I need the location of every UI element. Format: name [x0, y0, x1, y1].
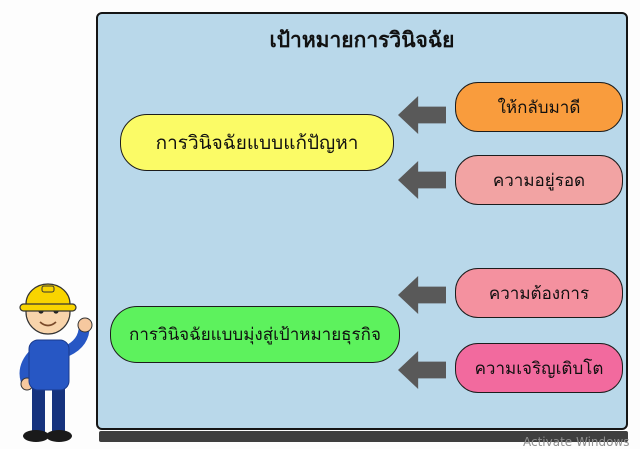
character-shoe — [23, 430, 49, 442]
character-body — [28, 339, 70, 391]
activate-windows-watermark: Activate Windows — [523, 435, 630, 449]
need-box: ความต้องการ — [455, 268, 623, 318]
business-goal-diagnosis-box: การวินิจฉัยแบบมุ่งสู่เป้าหมายธุรกิจ — [110, 306, 400, 363]
recovery-box: ให้กลับมาดี — [455, 82, 623, 132]
growth-box: ความเจริญเติบโต — [455, 343, 623, 393]
character-leg — [52, 383, 65, 433]
character-shoe — [46, 430, 72, 442]
hard-hat-brim — [19, 303, 77, 312]
bottom-edge-bar — [99, 431, 628, 442]
character-hand — [77, 317, 93, 333]
character-smile — [39, 321, 57, 327]
survival-box: ความอยู่รอด — [455, 155, 623, 205]
problem-solving-diagnosis-box: การวินิจฉัยแบบแก้ปัญหา — [120, 114, 394, 171]
hard-hat-top — [41, 285, 55, 293]
character-leg — [32, 383, 45, 433]
engineer-character-illustration — [19, 283, 93, 442]
panel-title: เป้าหมายการวินิจฉัย — [269, 28, 455, 52]
